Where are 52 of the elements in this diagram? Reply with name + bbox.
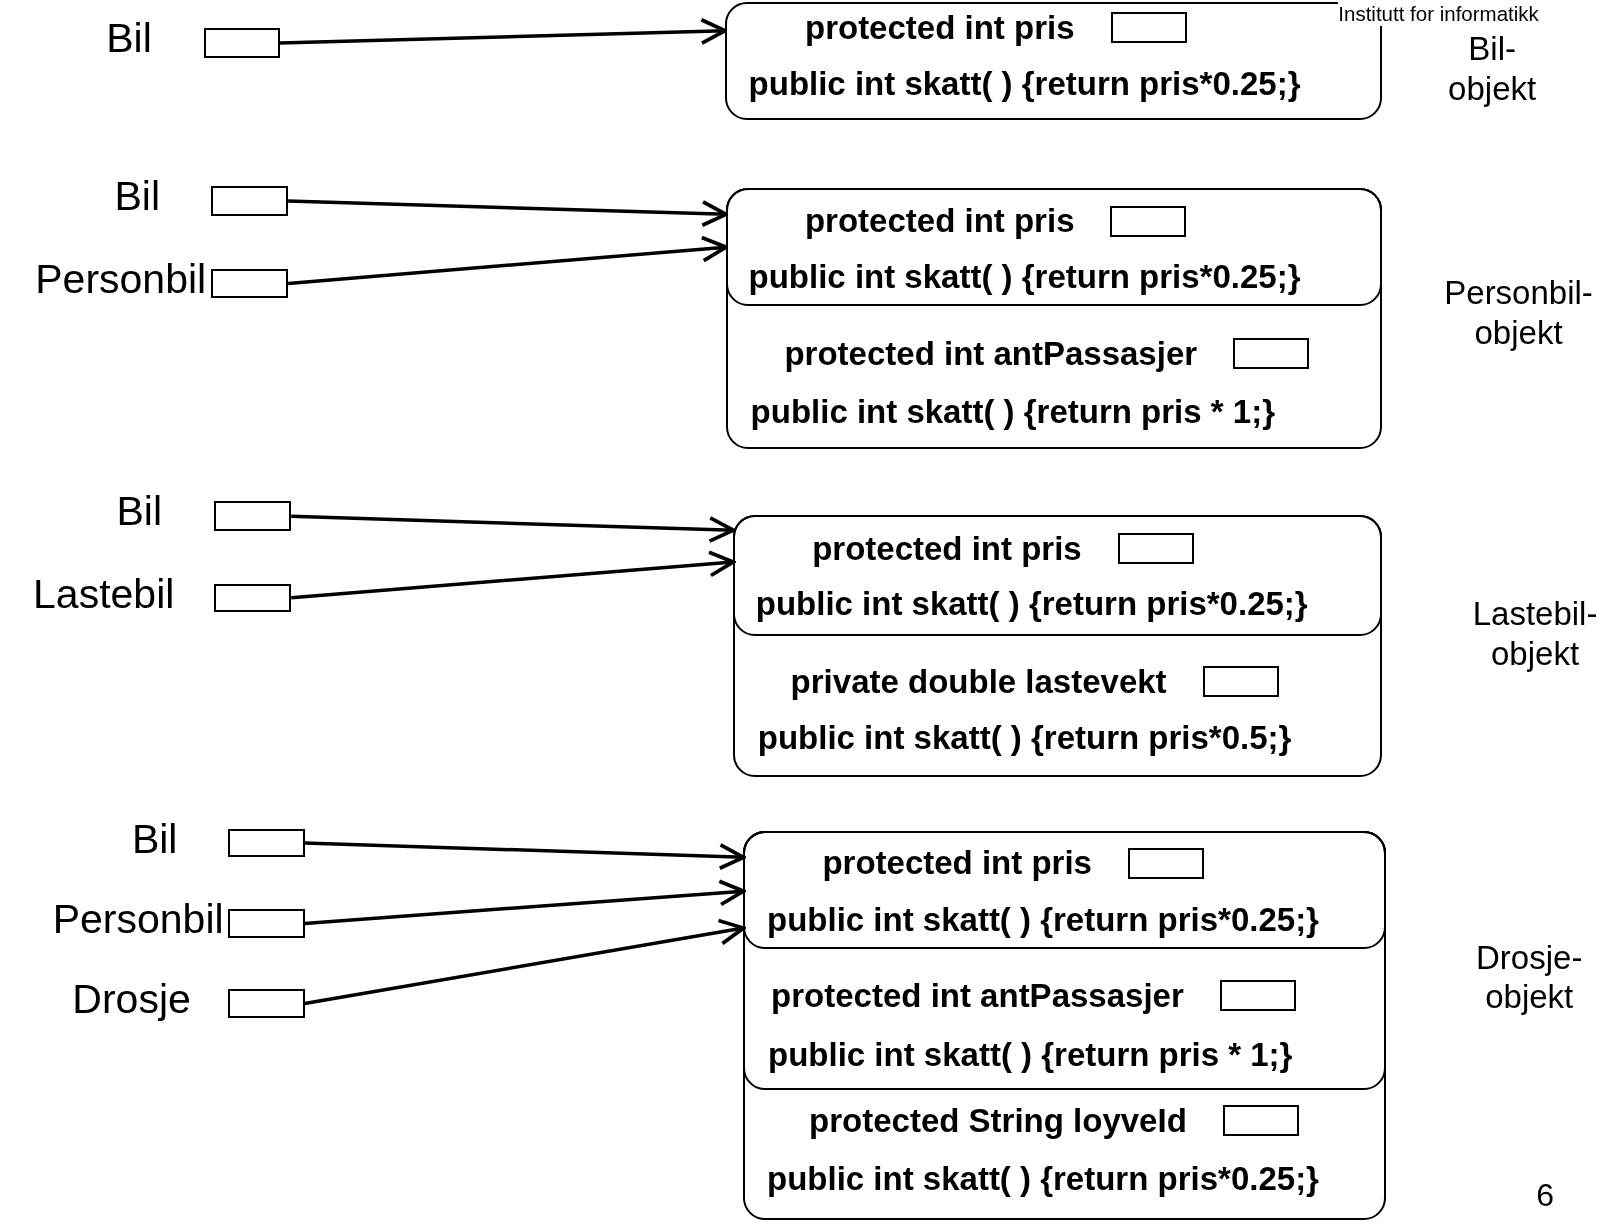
variable-name: Personbil bbox=[35, 256, 207, 302]
field-box bbox=[1110, 205, 1187, 237]
code-text: protected int pris bbox=[804, 8, 1075, 47]
object-part-box bbox=[726, 187, 1383, 306]
object-box bbox=[733, 514, 1383, 778]
code-text: protected int pris bbox=[822, 844, 1092, 883]
object-box bbox=[743, 830, 1387, 1221]
object-label: Lastebil- objekt bbox=[1472, 594, 1598, 674]
code-text: protected int antPassasjer bbox=[784, 334, 1198, 373]
arrow bbox=[279, 17, 727, 45]
field-box bbox=[1110, 12, 1187, 44]
institute-name: Institutt for informatikk bbox=[1338, 2, 1539, 27]
object-part-box bbox=[733, 514, 1383, 636]
variable-name: Drosje bbox=[72, 976, 191, 1022]
field-box bbox=[1117, 533, 1194, 565]
code-text: public int skatt( ) {return pris * 1;} bbox=[768, 1036, 1293, 1075]
object-box bbox=[726, 187, 1383, 450]
arrow bbox=[291, 514, 736, 543]
variable-name: Bil bbox=[131, 816, 178, 862]
code-text: private double lastevekt bbox=[790, 662, 1167, 701]
variable-name: Bil bbox=[114, 173, 161, 219]
code-text: protected String loyveId bbox=[809, 1101, 1187, 1140]
field-box bbox=[1233, 338, 1310, 370]
variable-name: Bil bbox=[116, 489, 163, 535]
arrow bbox=[304, 918, 746, 1006]
object-part-box bbox=[743, 830, 1387, 949]
code-text: public int skatt( ) {return pris*0.5;} bbox=[757, 719, 1292, 758]
field-box bbox=[1202, 666, 1279, 698]
code-text: public int skatt( ) {return pris * 1;} bbox=[750, 393, 1275, 432]
arrow bbox=[291, 550, 736, 600]
code-text: public int skatt( ) {return pris*0.25;} bbox=[748, 65, 1301, 103]
object-label: Personbil- objekt bbox=[1444, 273, 1593, 353]
code-text: public int skatt( ) {return pris*0.25;} bbox=[767, 900, 1319, 939]
code-text: protected int pris bbox=[812, 529, 1082, 568]
field-box bbox=[1219, 980, 1296, 1012]
arrow bbox=[288, 235, 728, 286]
code-text: public int skatt( ) {return pris*0.25;} bbox=[767, 1160, 1319, 1199]
object-label: Bil- objekt bbox=[1448, 29, 1537, 109]
arrow bbox=[304, 879, 746, 926]
object-part-box bbox=[743, 830, 1387, 1091]
code-text: public int skatt( ) {return pris*0.25;} bbox=[755, 585, 1308, 623]
code-text: public int skatt( ) {return pris*0.25;} bbox=[748, 257, 1301, 296]
field-box bbox=[1127, 847, 1204, 879]
code-text: protected int pris bbox=[804, 202, 1075, 241]
object-label: Drosje- objekt bbox=[1476, 937, 1583, 1017]
field-box bbox=[1222, 1105, 1299, 1137]
code-text: protected int antPassasjer bbox=[771, 976, 1184, 1015]
arrow bbox=[288, 199, 728, 228]
variable-name: Bil bbox=[106, 15, 152, 61]
variable-name: Lastebil bbox=[33, 571, 175, 617]
variable-name: Personbil bbox=[52, 896, 224, 942]
arrow bbox=[304, 841, 746, 871]
